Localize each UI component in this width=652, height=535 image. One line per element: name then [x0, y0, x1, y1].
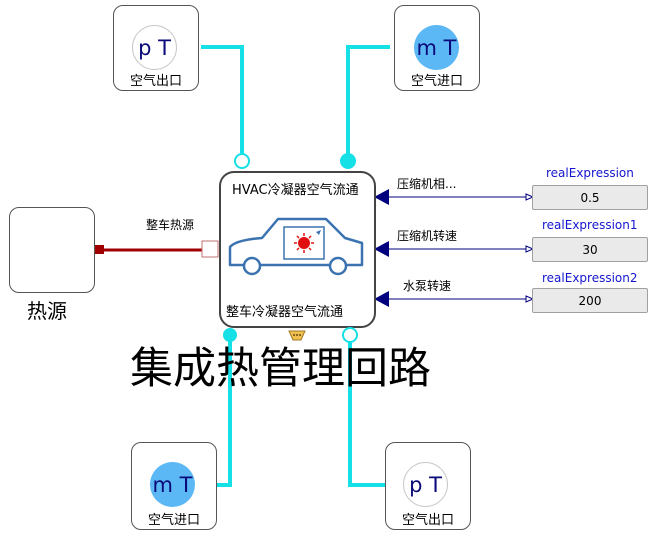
- heat-port[interactable]: [201, 240, 219, 258]
- input-arrow-2[interactable]: [374, 241, 389, 257]
- boundary-bottom-left[interactable]: m T 空气进口: [131, 442, 217, 530]
- expr-name-1: realExpression: [546, 166, 634, 180]
- car-icon: [228, 217, 364, 276]
- expr-output-2[interactable]: [525, 245, 535, 253]
- main-block-bottom-label: 整车冷凝器空气流通: [226, 305, 344, 320]
- expr-name-3: realExpression2: [542, 271, 638, 285]
- cabin-window: [283, 226, 325, 260]
- boundary-caption: 空气出口: [401, 513, 454, 528]
- boundary-top-left[interactable]: p T 空气出口: [113, 5, 199, 91]
- expr-value-box-1[interactable]: 0.5: [532, 185, 648, 210]
- diagram-title: 集成热管理回路: [130, 344, 431, 394]
- bus-connector-dot: [296, 334, 298, 336]
- heat-connection-label: 整车热源: [146, 218, 195, 232]
- input-arrow-3[interactable]: [374, 291, 389, 307]
- input-label-1: 压缩机相...: [397, 177, 457, 191]
- bus-connector-dot: [293, 334, 295, 336]
- boundary-symbol: m T: [416, 35, 457, 60]
- boundary-caption: 空气进口: [147, 513, 200, 528]
- main-block-top-label: HVAC冷凝器空气流通: [232, 183, 359, 198]
- heat-source-port[interactable]: [95, 245, 104, 254]
- expr-name-2: realExpression1: [542, 218, 638, 232]
- mass-flow-temp-icon: m T: [150, 462, 195, 507]
- boundary-bottom-right[interactable]: p T 空气出口: [385, 442, 471, 530]
- port-top-left[interactable]: [234, 153, 250, 169]
- boundary-caption: 空气出口: [129, 74, 182, 89]
- pressure-temp-icon: p T: [132, 25, 177, 70]
- heat-source-block[interactable]: [9, 207, 95, 293]
- expr-value-box-2[interactable]: 30: [532, 237, 648, 262]
- boundary-symbol: p T: [409, 472, 442, 497]
- port-top-right[interactable]: [340, 153, 356, 169]
- heat-source-label: 热源: [27, 299, 67, 323]
- expr-output-1[interactable]: [525, 193, 535, 201]
- input-label-2: 压缩机转速: [397, 229, 458, 243]
- bus-connector-dot: [299, 334, 301, 336]
- input-label-3: 水泵转速: [403, 279, 452, 293]
- expr-value-box-3[interactable]: 200: [532, 288, 648, 313]
- port-bottom-left[interactable]: [223, 328, 237, 342]
- boundary-symbol: m T: [152, 472, 193, 497]
- fan-rays: [294, 233, 314, 253]
- mass-flow-temp-icon: m T: [414, 25, 459, 70]
- connection-line-top-left: [201, 45, 244, 160]
- boundary-top-right[interactable]: m T 空气进口: [394, 5, 480, 91]
- boundary-caption: 空气进口: [410, 74, 463, 89]
- input-arrow-1[interactable]: [374, 189, 389, 205]
- pressure-temp-icon: p T: [403, 462, 448, 507]
- port-bottom-right[interactable]: [342, 327, 358, 343]
- expr-output-3[interactable]: [525, 295, 535, 303]
- boundary-symbol: p T: [138, 35, 171, 60]
- connection-line-top-right: [346, 45, 390, 160]
- flow-arrow-icon: [316, 230, 321, 235]
- connection-line-bottom-right: [348, 335, 390, 487]
- fan-icon: [298, 237, 310, 249]
